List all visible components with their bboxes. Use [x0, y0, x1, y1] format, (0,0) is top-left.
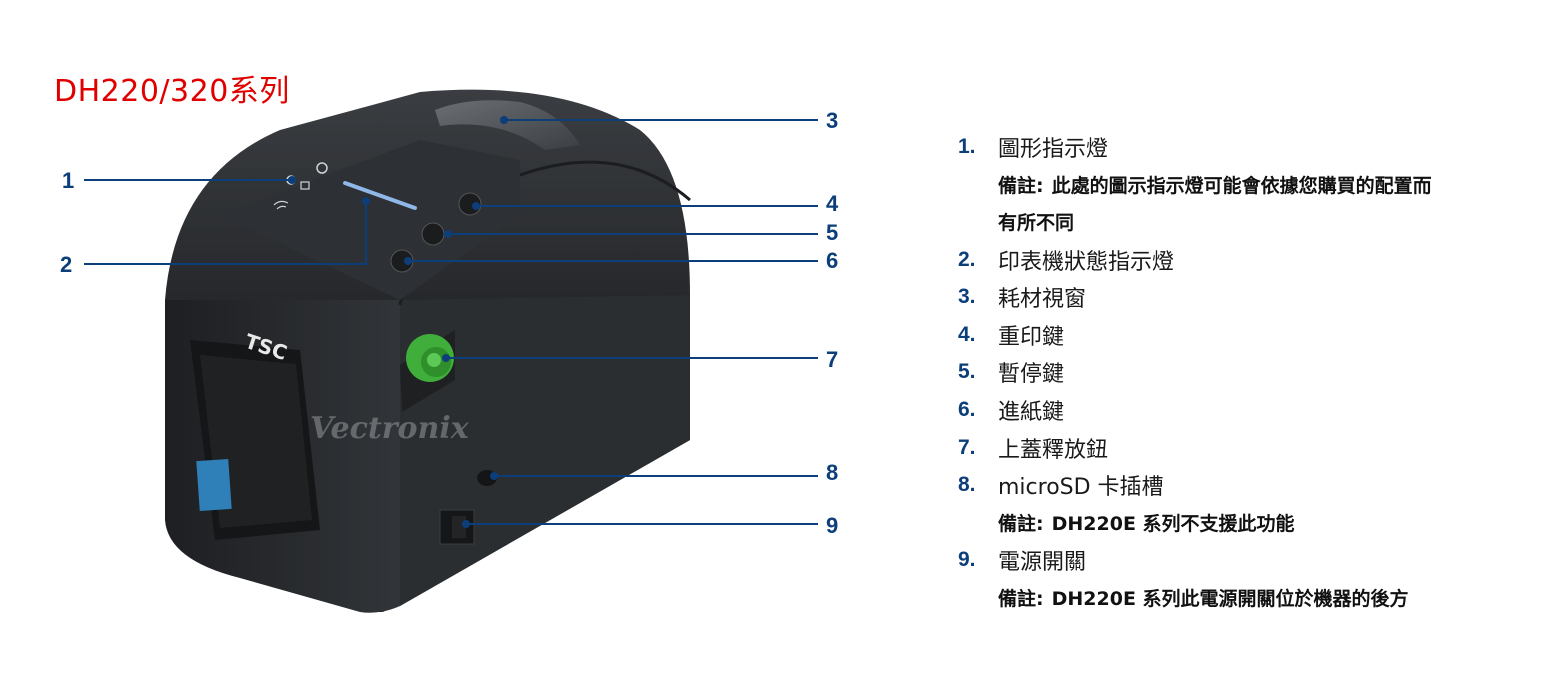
callout-9: 9	[826, 513, 838, 538]
legend-label: 圖形指示燈	[998, 136, 1109, 162]
note-prefix: 備註:	[998, 588, 1044, 611]
legend-note-continued: 有所不同	[958, 203, 1548, 241]
callout-7: 7	[826, 347, 838, 372]
note-text: DH220E 系列不支援此功能	[1051, 513, 1295, 536]
legend-label: 重印鍵	[998, 324, 1065, 350]
legend-note: 備註: DH220E 系列此電源開關位於機器的後方	[958, 579, 1548, 617]
legend-item: 3. 耗材視窗	[958, 278, 1548, 316]
legend-number: 8.	[958, 473, 976, 497]
legend-item: 1. 圖形指示燈	[958, 128, 1548, 166]
legend-number: 7.	[958, 435, 976, 459]
callout-3: 3	[826, 108, 838, 133]
callout-1: 1	[62, 168, 74, 193]
callout-5: 5	[826, 220, 838, 245]
printer-diagram: TSC Vectronix 1 2 3 4 5 6 7 8 9	[60, 89, 839, 613]
legend-number: 5.	[958, 360, 976, 384]
legend-number: 1.	[958, 134, 976, 158]
note-prefix: 備註:	[998, 513, 1044, 536]
legend-label: 暫停鍵	[998, 362, 1065, 388]
legend-number: 4.	[958, 322, 976, 346]
legend-label: 進紙鍵	[998, 399, 1065, 425]
legend-number: 3.	[958, 285, 976, 309]
legend-number: 6.	[958, 397, 976, 421]
legend-number: 2.	[958, 247, 976, 271]
legend-item: 8. microSD 卡插槽	[958, 466, 1548, 504]
legend-label: 印表機狀態指示燈	[998, 249, 1175, 275]
legend-label: 上蓋釋放鈕	[998, 437, 1109, 463]
legend-list: 1. 圖形指示燈 備註: 此處的圖示指示燈可能會依據您購買的配置而 有所不同 2. 印…	[958, 128, 1548, 617]
legend-item: 5. 暫停鍵	[958, 354, 1548, 392]
note-prefix: 備註:	[998, 174, 1044, 197]
legend-note: 備註: DH220E 系列不支援此功能	[958, 504, 1548, 542]
legend-item: 9. 電源開關	[958, 542, 1548, 580]
callout-2: 2	[60, 252, 72, 277]
printer-body	[165, 89, 691, 613]
note-text: 此處的圖示指示燈可能會依據您購買的配置而	[1051, 174, 1432, 197]
callout-8: 8	[826, 460, 838, 485]
legend-item: 2. 印表機狀態指示燈	[958, 241, 1548, 279]
page-title: DH220/320系列	[54, 74, 290, 109]
legend-item: 7. 上蓋釋放鈕	[958, 429, 1548, 467]
callout-4: 4	[826, 191, 839, 216]
note-text: DH220E 系列此電源開關位於機器的後方	[1051, 588, 1409, 611]
legend-label: microSD 卡插槽	[998, 475, 1164, 501]
legend-label: 耗材視窗	[998, 287, 1087, 313]
legend-label: 電源開關	[998, 550, 1087, 576]
legend-number: 9.	[958, 548, 976, 572]
callout-6: 6	[826, 248, 838, 273]
legend-item: 4. 重印鍵	[958, 316, 1548, 354]
legend-item: 6. 進紙鍵	[958, 391, 1548, 429]
note-text: 有所不同	[998, 212, 1075, 235]
release-knob	[406, 334, 454, 382]
watermark: Vectronix	[310, 411, 470, 446]
legend-note: 備註: 此處的圖示指示燈可能會依據您購買的配置而	[958, 166, 1548, 204]
callout-lines	[84, 116, 818, 528]
